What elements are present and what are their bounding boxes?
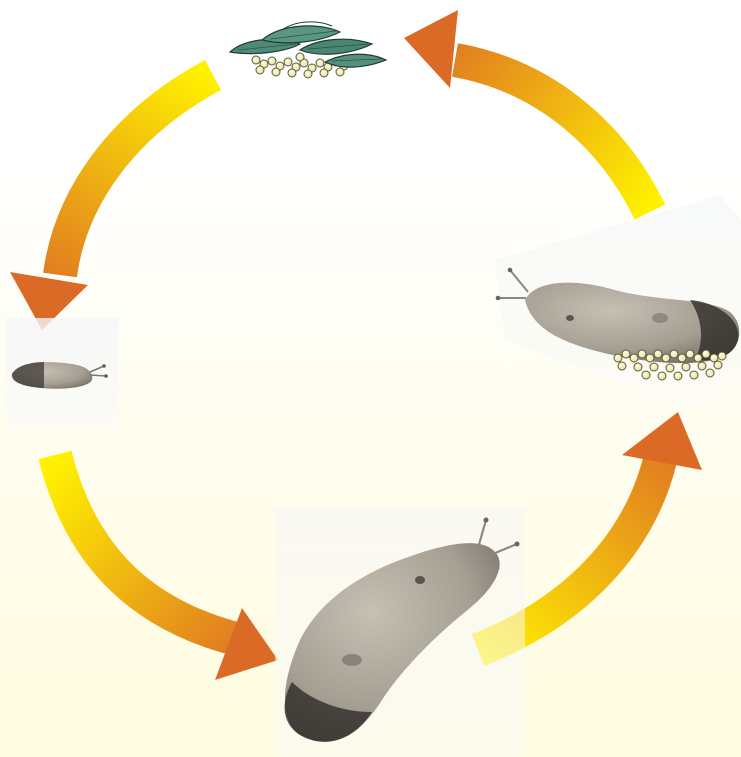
arrow-eggs-to-juvenile — [10, 75, 213, 330]
small-slug-icon — [6, 318, 118, 428]
arrow-adult-to-eggs — [404, 10, 650, 212]
large-slug-icon — [275, 508, 525, 757]
slug-with-eggs-icon — [495, 195, 741, 410]
arrow-juvenile-to-growing — [55, 455, 278, 680]
eggs-under-leaves-icon — [230, 22, 386, 78]
